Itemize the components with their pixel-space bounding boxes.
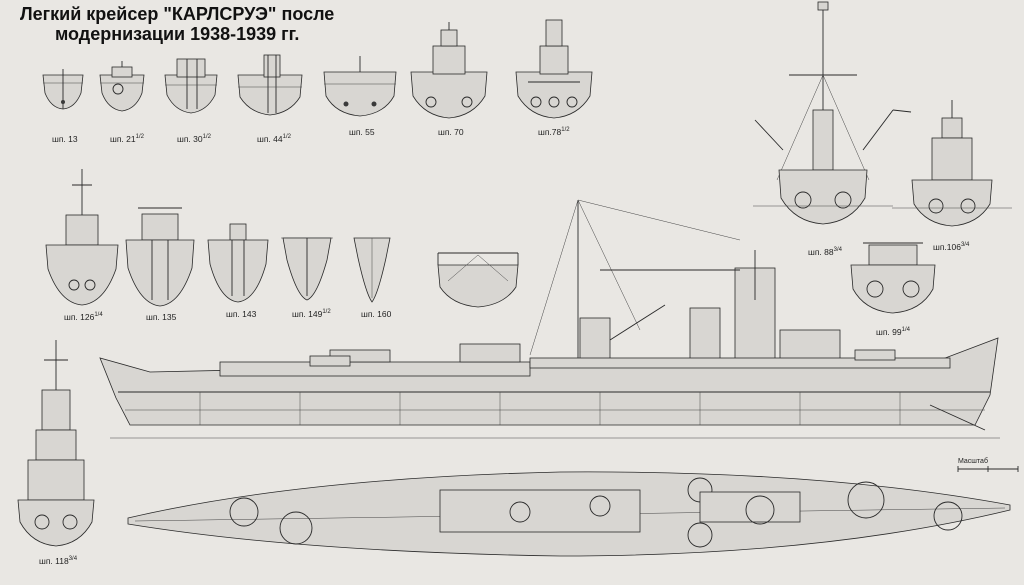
- label-section-30: шп. 301/2: [177, 134, 211, 144]
- section-midship-detail: [437, 252, 519, 308]
- section-143-drawing: [207, 223, 269, 303]
- scale-label: Масштаб: [958, 458, 988, 465]
- label-section-55: шп. 55: [349, 127, 375, 137]
- section-44-drawing: [237, 54, 303, 116]
- label-section-106: шп.1063/4: [933, 242, 970, 252]
- section-106-drawing: [892, 100, 1012, 227]
- title-line-1: Легкий крейсер "КАРЛСРУЭ" после: [20, 4, 335, 24]
- section-160-drawing: [353, 237, 391, 303]
- label-section-143: шп. 143: [226, 309, 257, 319]
- section-13-drawing: [42, 69, 84, 110]
- drawing-title: Легкий крейсер "КАРЛСРУЭ" после модерниз…: [20, 4, 334, 44]
- label-section-135: шп. 135: [146, 312, 177, 322]
- section-55-drawing: [323, 56, 397, 117]
- label-section-88: шп. 883/4: [808, 247, 842, 257]
- label-section-99: шп. 991/4: [876, 327, 910, 337]
- label-section-149: шп. 1491/2: [292, 309, 331, 319]
- title-line-2: модернизации 1938-1939 гг.: [54, 24, 300, 44]
- side-profile-drawing: [99, 199, 1000, 439]
- plan-view-drawing: [127, 471, 1011, 557]
- label-section-78: шп.781/2: [538, 127, 570, 137]
- section-30-drawing: [164, 58, 218, 114]
- label-section-70: шп. 70: [438, 127, 464, 137]
- section-118-drawing: [17, 340, 95, 547]
- section-149-drawing: [281, 237, 333, 301]
- section-99-drawing: [850, 242, 936, 314]
- label-section-21: шп. 211/2: [110, 134, 144, 144]
- section-126-drawing: [45, 169, 119, 306]
- section-21-drawing: [99, 61, 145, 112]
- label-section-126: шп. 1261/4: [64, 312, 103, 322]
- scale-bar: [957, 466, 1019, 472]
- label-section-13: шп. 13: [52, 134, 78, 144]
- section-135-drawing: [125, 207, 195, 307]
- section-78-drawing: [515, 19, 593, 119]
- section-88-drawing: [753, 1, 912, 225]
- label-section-160: шп. 160: [361, 309, 392, 319]
- label-section-44: шп. 441/2: [257, 134, 291, 144]
- section-70-drawing: [410, 22, 488, 119]
- label-section-118: шп. 1183/4: [39, 556, 78, 566]
